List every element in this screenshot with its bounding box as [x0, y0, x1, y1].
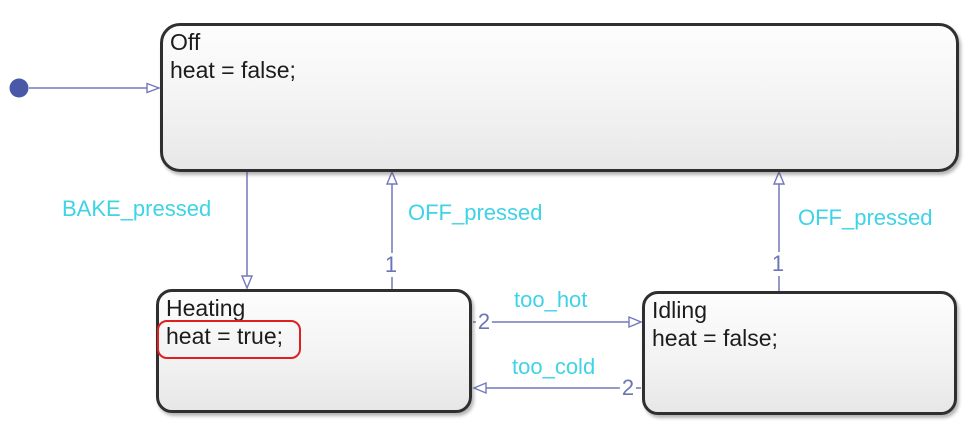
transition-bake-pressed[interactable] — [240, 172, 254, 290]
state-off[interactable]: Off heat = false; — [160, 23, 959, 172]
arrowhead-right-icon — [146, 82, 161, 94]
state-action: heat = false; — [652, 325, 778, 351]
transition-label-bake-pressed[interactable]: BAKE_pressed — [62, 196, 212, 221]
transition-label-too-hot[interactable]: too_hot — [514, 287, 588, 312]
arrowhead-down-icon — [240, 275, 254, 290]
state-action: heat = false; — [170, 57, 296, 83]
state-title: Heating — [166, 295, 246, 321]
initial-transition[interactable] — [9, 78, 161, 98]
state-action: heat = true; — [166, 323, 283, 349]
transition-order-off-heating[interactable]: 1 — [382, 252, 400, 277]
state-title: Off — [170, 29, 201, 55]
transition-label-too-cold[interactable]: too_cold — [512, 354, 596, 379]
state-idling-text: Idling heat = false; — [645, 294, 954, 352]
arrowhead-right-icon — [628, 315, 643, 329]
state-off-text: Off heat = false; — [163, 26, 956, 84]
transition-order-off-idling[interactable]: 1 — [769, 251, 787, 276]
state-title: Idling — [652, 297, 707, 323]
transition-order-too-cold[interactable]: 2 — [619, 375, 637, 400]
state-heating[interactable]: Heating heat = true; — [156, 289, 472, 413]
transition-too-hot[interactable] — [473, 315, 643, 329]
transition-too-cold[interactable] — [472, 381, 641, 395]
state-idling[interactable]: Idling heat = false; — [642, 291, 957, 415]
transition-label-off-pressed-right[interactable]: OFF_pressed — [798, 205, 933, 230]
transition-label-off-pressed-left[interactable]: OFF_pressed — [408, 200, 543, 225]
initial-state-dot[interactable] — [9, 78, 29, 98]
state-heating-text: Heating heat = true; — [157, 292, 469, 359]
transition-order-too-hot[interactable]: 2 — [475, 309, 493, 334]
arrowhead-up-icon — [385, 170, 399, 185]
arrowhead-left-icon — [472, 381, 487, 395]
arrowhead-up-icon — [772, 170, 786, 185]
